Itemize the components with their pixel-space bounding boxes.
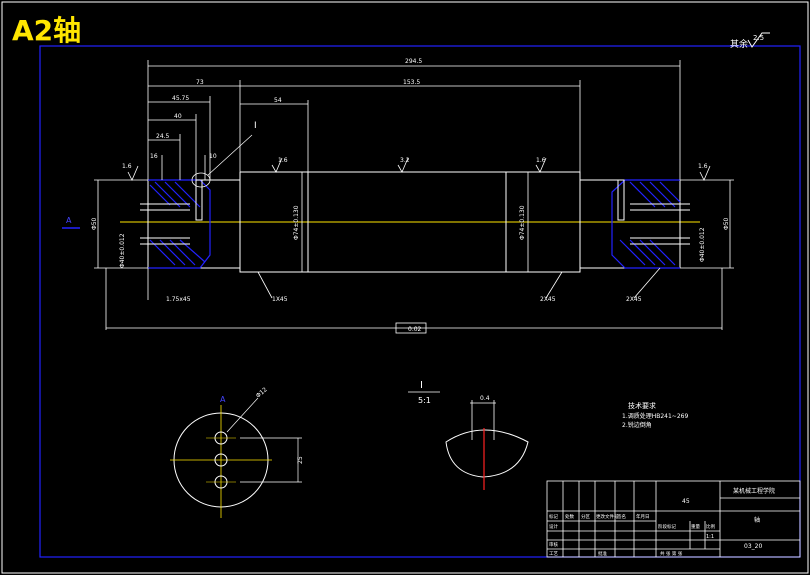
detail-scale: 5:1 [418,396,431,405]
chamfer-left: 1X45 [272,296,288,303]
dia-right: Φ50 [723,217,730,230]
hole-pitch: 25 [297,456,304,464]
dim-left-seg3: 24.5 [156,133,170,140]
dia-mid-l: Φ74±0.130 [293,205,300,240]
tb-school: 45 [682,498,690,505]
drawing-frame [39,45,801,558]
dim-small-b: 10 [209,153,217,160]
detail-circle-I [191,172,211,188]
dim-left-span: 73 [196,79,204,86]
tb-ratio: 比例 [706,523,715,530]
dim-overall: 294.5 [405,58,422,65]
dia-left: Φ50 [91,217,98,230]
rough-left: 1.6 [122,163,132,170]
tb-row-5: 年月日 [636,513,650,520]
roughness-note-value: 2.5 [753,34,764,42]
tb-company: 某机械工程学院 [733,487,775,495]
diameter-dimensions [94,172,734,272]
tb-sheet: 共 张 第 张 [660,550,683,557]
rough-mid-l: 1.6 [278,157,288,164]
tb-scale: 1:1 [706,534,714,540]
roughness-note-label: 其余 [730,38,748,50]
bottom-note: 1.75x45 [166,296,191,303]
dia-right2: Φ40±0.012 [699,227,706,262]
tb-row-0: 标记 [549,513,558,520]
notes-line1: 1.调质处理HB241~269 [622,412,688,420]
left-seal-section [148,179,211,269]
dim-mid-offset: 54 [274,97,282,104]
right-seal-section [611,179,681,269]
chamfer-right: 2X45 [626,296,642,303]
chamfer-mid: 2X45 [540,296,556,303]
tb-part: 轴 [754,516,760,524]
drawing-title: A2轴 [12,14,81,47]
tb-weight: 重量 [691,523,700,530]
label-detail-I: I [254,121,257,131]
rough-right: 1.6 [698,163,708,170]
runout-value: 0.02 [408,326,422,333]
tb-stage: 阶段标记 [658,523,676,530]
notes-line2: 2.锐边倒角 [622,421,652,429]
detail-width: 0.4 [480,395,490,402]
tb-row-2: 分区 [581,513,590,520]
tb-row-3: 更改文件号 [596,513,619,520]
tb-designer: 设计 [549,523,558,530]
detail-view-I: I 5:1 0.4 [408,380,529,490]
roughness-symbols [127,157,711,181]
dia-mid-r: Φ74±0.130 [519,205,526,240]
top-dimensions [147,60,681,180]
section-label-bottom: A [220,395,226,404]
dim-small-a: 16 [150,153,158,160]
section-label-left: A [66,216,72,225]
roughness-note: 其余 2.5 [730,32,770,50]
dim-left-seg2: 40 [174,113,182,120]
rough-mid-r: 1.6 [536,157,546,164]
tb-approve: 批准 [598,550,607,557]
dim-left-seg1: 45.75 [172,95,189,102]
tb-process: 工艺 [549,551,558,557]
title-block [546,480,801,558]
section-view-A: A Φ12 25 [170,386,304,518]
detail-label: I [420,380,423,391]
bolt-holes [140,179,690,245]
tb-reviewer: 审核 [549,541,558,548]
rough-mid: 3.2 [400,157,410,164]
tb-row-1: 处数 [565,513,574,520]
notes-heading: 技术要求 [628,401,656,410]
tb-row-4: 签名 [617,513,626,520]
bottom-dimensions [105,267,723,334]
dim-middle: 153.5 [403,79,420,86]
tb-drawing-no: 03_20 [744,543,762,550]
hole-dia: Φ12 [255,386,269,399]
dia-left2: Φ40±0.012 [119,233,126,268]
